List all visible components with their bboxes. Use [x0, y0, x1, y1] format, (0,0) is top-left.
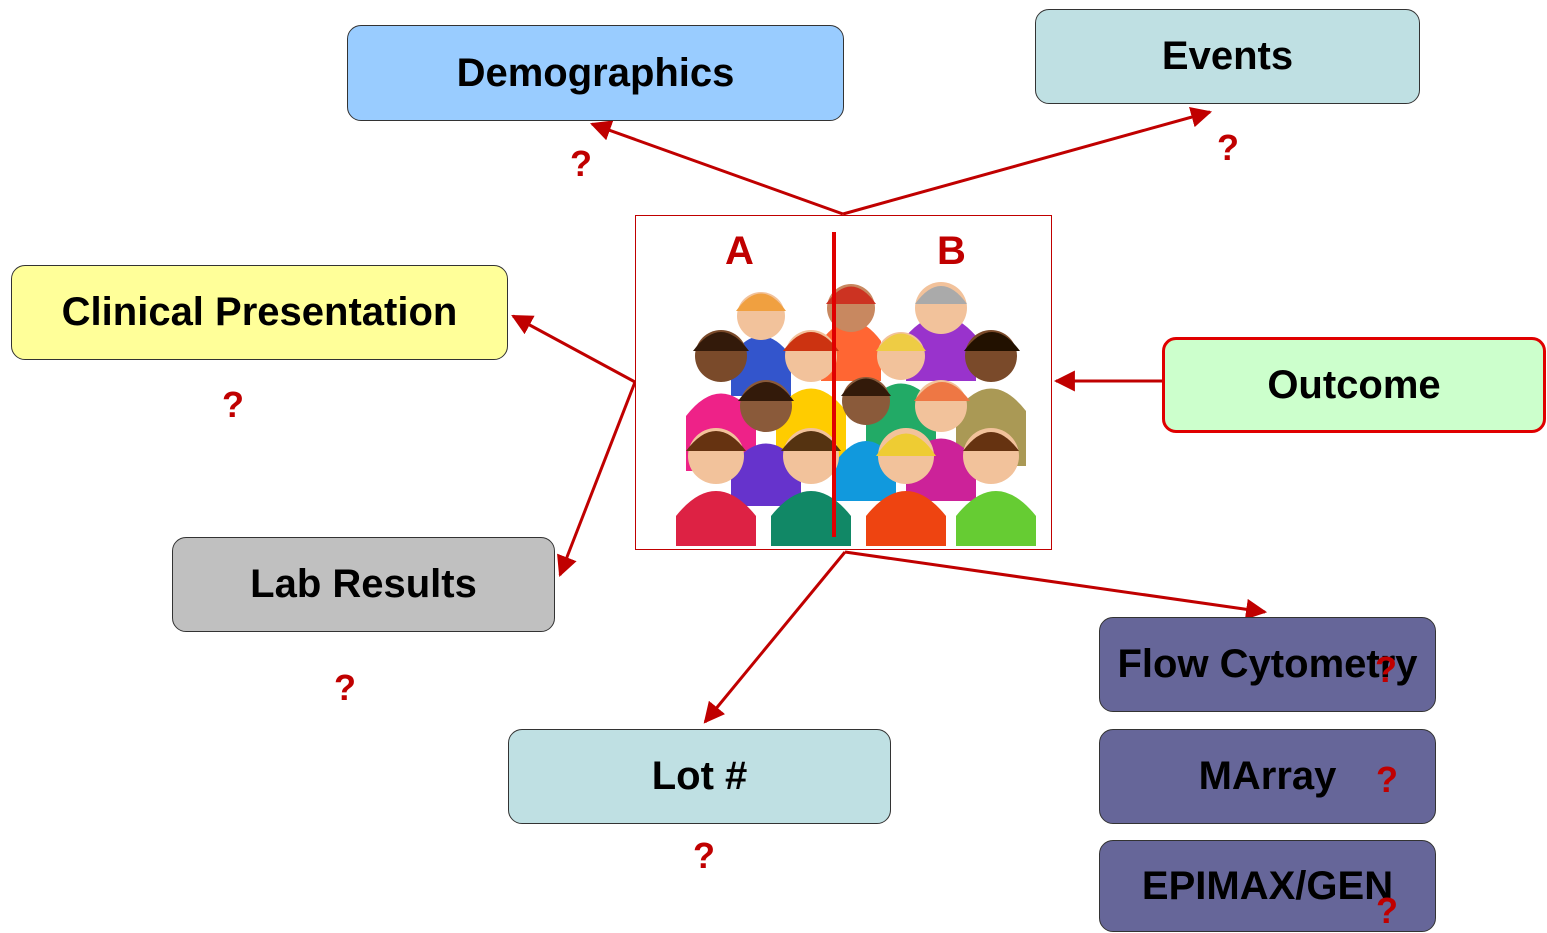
arrow-to-clinical-presentation	[511, 314, 636, 384]
group-divider-line	[832, 232, 836, 537]
events-box: Events	[1035, 9, 1420, 104]
patient-group-frame	[635, 215, 1052, 550]
flow-cytometry-box: Flow Cytometry	[1099, 617, 1436, 712]
group-b-label: B	[937, 229, 966, 273]
flow-cytometry-label: Flow Cytometry	[1117, 642, 1418, 686]
lot-box: Lot #	[508, 729, 891, 824]
group-a-label: A	[725, 229, 754, 273]
marray-label: MArray	[1198, 754, 1337, 798]
lab-results-question-mark: ?	[334, 667, 356, 708]
events-label: Events	[1161, 34, 1294, 78]
arrow-to-lot	[703, 551, 847, 724]
arrow-to-events	[842, 106, 1213, 216]
arrow-to-demographics	[590, 120, 844, 216]
clinical-presentation-question-mark: ?	[222, 384, 244, 425]
demographics-question-mark: ?	[570, 143, 592, 184]
marray-box: MArray	[1099, 729, 1436, 824]
clinical-presentation-box: Clinical Presentation	[11, 265, 508, 360]
epimax-gen-question-mark: ?	[1376, 890, 1398, 931]
epimax-gen-box: EPIMAX/GEN	[1099, 840, 1436, 932]
lot-label: Lot #	[651, 754, 748, 798]
lab-results-box: Lab Results	[172, 537, 555, 632]
flow-cytometry-question-mark: ?	[1375, 649, 1397, 690]
demographics-label: Demographics	[456, 50, 735, 95]
lab-results-label: Lab Results	[250, 562, 477, 606]
outcome-box: Outcome	[1162, 337, 1546, 433]
lot-question-mark: ?	[693, 835, 715, 876]
arrow-to-flow-cytometry	[844, 550, 1268, 620]
arrow-to-lab-results	[557, 381, 637, 577]
epimax-gen-label: EPIMAX/GEN	[1141, 863, 1394, 908]
demographics-box: Demographics	[347, 25, 844, 121]
events-question-mark: ?	[1217, 127, 1239, 168]
outcome-label: Outcome	[1267, 362, 1441, 407]
marray-question-mark: ?	[1376, 759, 1398, 800]
clinical-presentation-label: Clinical Presentation	[61, 290, 458, 334]
crowd-of-people-illustration	[676, 282, 1036, 546]
